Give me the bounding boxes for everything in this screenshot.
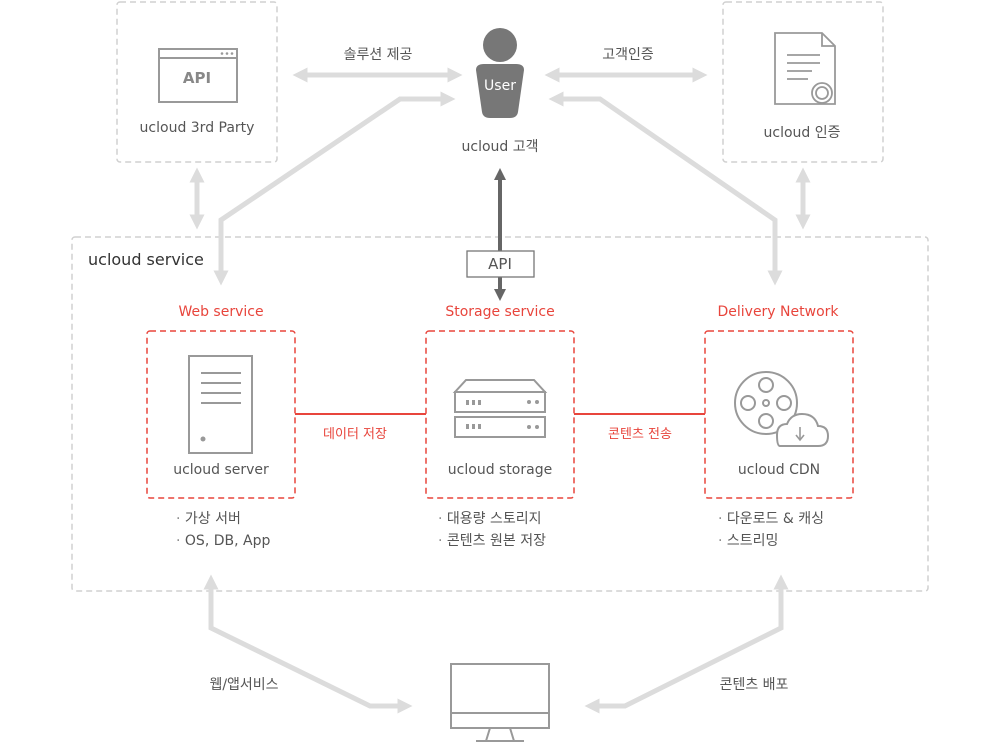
auth-label: ucloud 인증: [763, 125, 841, 141]
third-party-box: [116, 1, 278, 163]
api-label-box: [466, 250, 535, 278]
cdn-reel-icon: [734, 371, 798, 435]
server-icon: [188, 355, 253, 454]
web-bullets: 가상 서버 OS, DB, App: [176, 508, 270, 552]
arrow-web-user: [213, 91, 456, 286]
arrow-cdn-monitor: [584, 574, 789, 714]
monitor-icon: [450, 663, 550, 742]
user-label: ucloud 고객: [461, 139, 539, 155]
web-bullet: OS, DB, App: [176, 530, 270, 552]
cdn-service-box: [704, 330, 854, 499]
web-service-heading: Web service: [178, 304, 264, 320]
api-label: API: [488, 255, 512, 273]
api-window-icon: [158, 48, 238, 103]
cdn-label: ucloud CDN: [737, 462, 821, 478]
user-icon: [476, 28, 524, 118]
link-storage-cdn-label: 콘텐츠 전송: [608, 427, 672, 442]
auth-box: [722, 1, 884, 163]
bottom-left-label: 웹/앱서비스: [209, 677, 279, 693]
cdn-bullet: 다운로드 & 캐싱: [718, 508, 824, 530]
storage-service-box: [425, 330, 575, 499]
storage-bullet: 콘텐츠 원본 저장: [438, 530, 546, 552]
storage-bullet: 대용량 스토리지: [438, 508, 546, 530]
cdn-bullet: 스트리밍: [718, 530, 824, 552]
bottom-right-label: 콘텐츠 배포: [719, 677, 789, 693]
storage-icon: [452, 379, 548, 438]
storage-bullets: 대용량 스토리지 콘텐츠 원본 저장: [438, 508, 546, 552]
arrow-web-monitor: [203, 574, 413, 714]
certificate-icon: [774, 32, 836, 105]
link-right-label: 고객인증: [602, 47, 654, 63]
arrow-user-cdn: [548, 91, 783, 286]
cloud-download-icon: [775, 412, 830, 447]
cdn-bullets: 다운로드 & 캐싱 스트리밍: [718, 508, 824, 552]
link-web-storage-label: 데이터 저장: [323, 427, 387, 442]
service-title: ucloud service: [88, 250, 204, 269]
web-bullet: 가상 서버: [176, 508, 270, 530]
web-service-box: [146, 330, 296, 499]
server-label: ucloud server: [173, 462, 269, 478]
storage-label: ucloud storage: [447, 462, 553, 478]
storage-service-heading: Storage service: [445, 304, 555, 320]
api-icon-text: API: [182, 69, 212, 87]
third-party-label: ucloud 3rd Party: [139, 120, 255, 136]
cdn-service-heading: Delivery Network: [717, 304, 839, 320]
link-left-label: 솔루션 제공: [343, 47, 413, 63]
user-icon-text: User: [484, 78, 516, 94]
